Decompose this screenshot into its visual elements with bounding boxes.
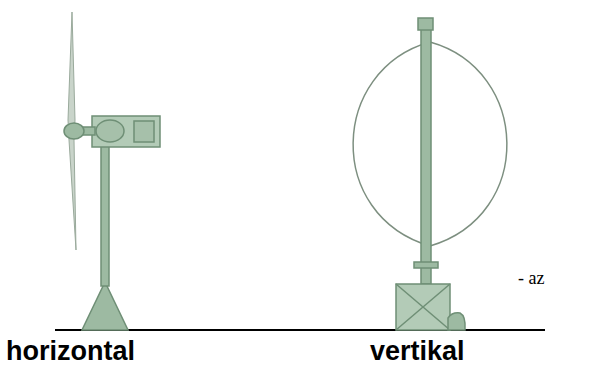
collar [414, 262, 438, 268]
axis-label: vertikal [370, 336, 465, 366]
gearbox [96, 120, 124, 142]
hub [64, 123, 84, 139]
nacelle [92, 116, 160, 147]
horizontal-turbine [64, 12, 160, 330]
generator [134, 121, 154, 142]
darrieus-blade [430, 42, 507, 246]
vertical-turbine [353, 18, 507, 330]
tower-base [82, 282, 128, 330]
note-text: - az [518, 268, 544, 288]
generator [448, 313, 465, 330]
axis-label: horizontal [6, 336, 135, 366]
top-bearing [418, 18, 433, 30]
mast [421, 28, 431, 284]
housing-cross [396, 284, 450, 330]
tower [101, 146, 109, 286]
gearbox-housing [396, 284, 450, 330]
darrieus-blade [353, 42, 430, 246]
housing-cross [396, 284, 450, 330]
